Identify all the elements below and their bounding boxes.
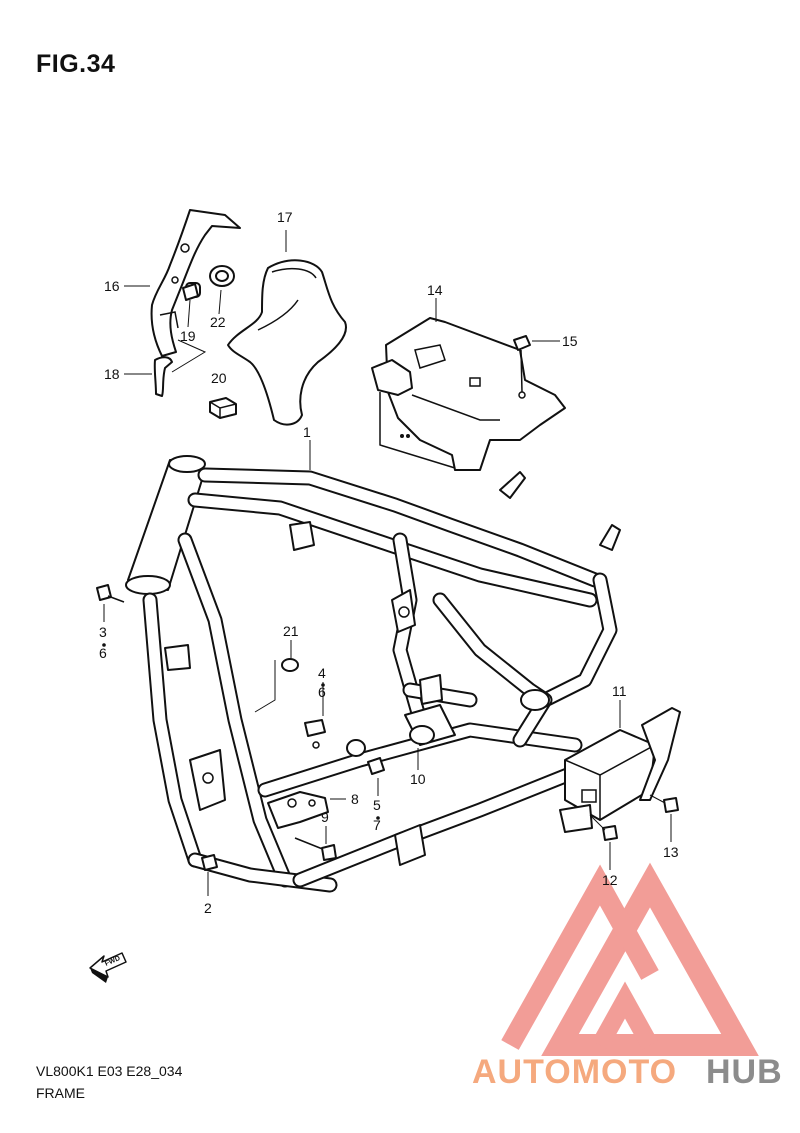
part-11-box: [559, 707, 681, 833]
part-2-bolt: [201, 854, 218, 871]
watermark-brand-part2: HUB: [706, 1053, 783, 1091]
part-14-battery-box: [371, 317, 566, 471]
part-16-bracket: [150, 209, 241, 373]
part-17-cover: [227, 259, 347, 426]
callout-22: 22: [210, 314, 226, 330]
callout-21: 21: [283, 623, 299, 639]
fwd-direction-arrow: FWD: [89, 952, 127, 983]
part-15-bolt: [513, 335, 531, 399]
callout-19: 19: [180, 328, 196, 344]
callout-5: 5: [373, 797, 381, 813]
callout-2: 2: [204, 900, 212, 916]
part-13-bolt: [649, 794, 679, 813]
part-4-bolt: [304, 719, 326, 749]
part-1-main-frame: [125, 455, 621, 893]
callout-13: 13: [663, 844, 679, 860]
callout-15: 15: [562, 333, 578, 349]
callout-11: 11: [612, 683, 627, 699]
callout-labels: 1 2 3 6 4 6 5 7 8 9 10 11 12 13 14 15 16…: [99, 209, 679, 916]
part-22-grommet: [209, 265, 235, 287]
callout-17: 17: [277, 209, 293, 225]
section-name-label: FRAME: [36, 1085, 85, 1101]
callout-4: 4: [318, 665, 326, 681]
callout-8: 8: [351, 791, 359, 807]
callout-10: 10: [410, 771, 426, 787]
part-8-plate: [267, 791, 329, 829]
part-20-cushion: [209, 397, 237, 419]
model-code-label: VL800K1 E03 E28_034: [36, 1063, 183, 1079]
part-19-collar: [182, 283, 199, 301]
part-18-clip: [153, 356, 173, 397]
watermark-logo: [501, 862, 759, 1056]
callout-7: 7: [373, 817, 381, 833]
part-12-bolt: [589, 814, 618, 841]
callout-20: 20: [211, 370, 227, 386]
callout-18: 18: [104, 366, 120, 382]
part-3-bolt: [96, 584, 125, 603]
callout-14: 14: [427, 282, 443, 298]
watermark-brand-part1: AUTOMOTO: [472, 1053, 677, 1091]
callout-16: 16: [104, 278, 120, 294]
watermark-text: AUTOMOTO HUB: [472, 1053, 783, 1091]
part-5-nut: [346, 739, 385, 775]
callout-6b: 6: [318, 684, 326, 700]
callout-12: 12: [602, 872, 618, 888]
callout-1: 1: [303, 424, 311, 440]
callout-9: 9: [321, 809, 329, 825]
part-9-bolt: [294, 837, 337, 861]
callout-3: 3: [99, 624, 107, 640]
callout-6a: 6: [99, 645, 107, 661]
figure-title: FIG.34: [36, 50, 116, 78]
leader-lines: [103, 230, 672, 896]
part-21-plug: [254, 658, 299, 713]
